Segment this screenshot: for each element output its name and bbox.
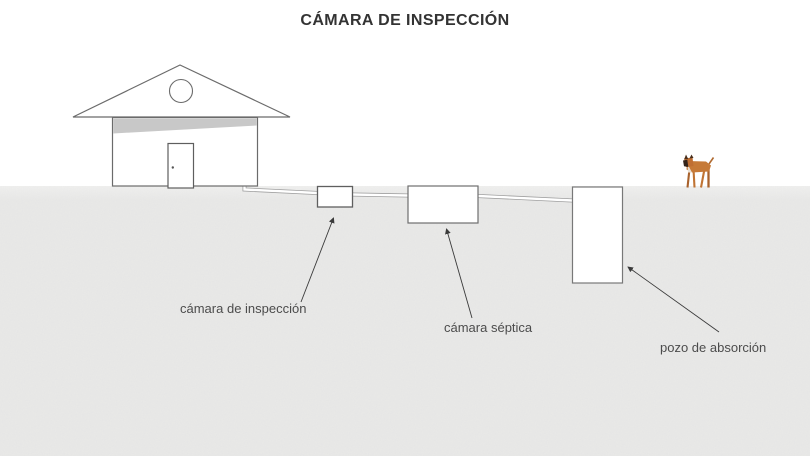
leader-arrows (300, 217, 720, 333)
door (167, 142, 195, 189)
dog-icon (683, 154, 715, 188)
absorption-well-arrow (627, 266, 720, 333)
ground (0, 186, 810, 456)
absorption-well-label: pozo de absorción (660, 340, 767, 355)
roof-shadow (113, 118, 257, 134)
page-title: CÁMARA DE INSPECCIÓN (300, 12, 510, 29)
inspection-chamber-box (316, 185, 354, 208)
septic-tank-arrow (445, 228, 473, 319)
inspection-chamber-arrow (300, 217, 335, 303)
sewer-pipe (242, 183, 573, 203)
door-knob-icon (171, 166, 174, 169)
septic-tank-box (407, 185, 479, 224)
septic-tank-label: cámara séptica (444, 320, 533, 335)
inspection-chamber-label: cámara de inspección (180, 301, 307, 316)
house-icon (72, 64, 291, 189)
absorption-well-box (571, 186, 624, 284)
ground-texture (0, 186, 810, 456)
gable-window (168, 78, 194, 104)
